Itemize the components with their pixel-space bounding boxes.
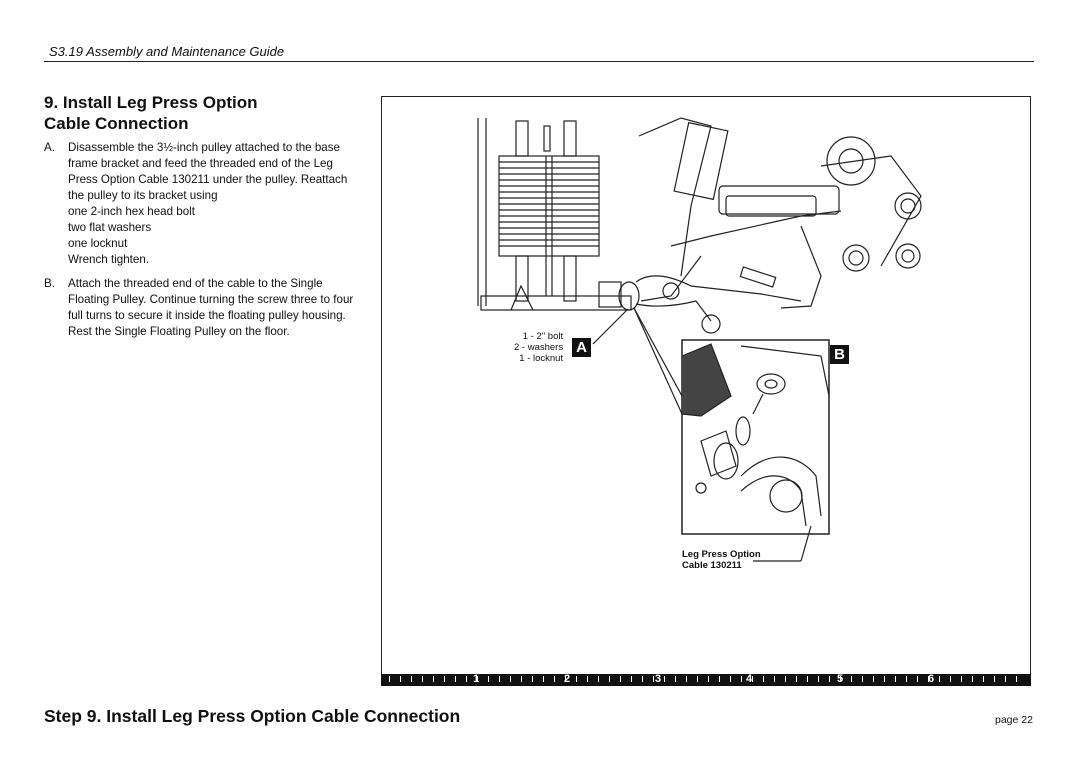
ruler-tick (862, 676, 863, 682)
callout-a-washers: 2 - washers (514, 342, 564, 353)
ruler-tick (609, 676, 610, 682)
ruler-tick (972, 676, 973, 682)
callout-a-bolt: 1 - 2" bolt (522, 331, 564, 342)
ruler-tick (532, 676, 533, 682)
steps-list: A. Disassemble the 3½-inch pulley attach… (44, 140, 362, 348)
ruler-tick (950, 676, 951, 682)
ruler-tick (807, 676, 808, 682)
ruler-tick (851, 676, 852, 682)
ruler-number: 3 (655, 673, 662, 685)
step-a: A. Disassemble the 3½-inch pulley attach… (44, 140, 362, 268)
cable-label-line1: Leg Press Option (682, 549, 761, 560)
ruler-tick (576, 676, 577, 682)
ruler-number: 2 (564, 673, 571, 685)
callout-a-locknut: 1 - locknut (519, 353, 564, 364)
ruler-tick (708, 676, 709, 682)
ruler-tick (752, 676, 753, 682)
ruler-tick (675, 676, 676, 682)
ruler-tick (477, 676, 478, 682)
ruler-tick (840, 676, 841, 682)
ruler-tick (554, 676, 555, 682)
ruler-tick (631, 676, 632, 682)
ruler-tick (741, 676, 742, 682)
ruler-tick (598, 676, 599, 682)
ruler-number: 1 (473, 673, 479, 685)
footer-title: Step 9. Install Leg Press Option Cable C… (44, 706, 461, 726)
ruler-tick (818, 676, 819, 682)
step-a-sub-2: two flat washers (68, 221, 152, 234)
section-heading-line1: 9. Install Leg Press Option (44, 93, 258, 112)
ruler-tick (994, 676, 995, 682)
section-heading-line2: Cable Connection (44, 114, 189, 133)
ruler-tick (884, 676, 885, 682)
ruler-tick (961, 676, 962, 682)
ruler-tick (411, 676, 412, 682)
ruler-tick (785, 676, 786, 682)
ruler-tick (719, 676, 720, 682)
ruler-tick (422, 676, 423, 682)
ruler-tick (466, 676, 467, 682)
section-heading: 9. Install Leg Press Option Cable Connec… (44, 92, 344, 134)
ruler-tick (917, 676, 918, 682)
step-a-text: Disassemble the 3½-inch pulley attached … (68, 141, 348, 202)
step-b-text: Attach the threaded end of the cable to … (68, 277, 354, 338)
ruler-tick (499, 676, 500, 682)
step-b-letter: B. (44, 277, 55, 290)
ruler-number: 4 (746, 673, 753, 685)
ruler-tick (433, 676, 434, 682)
ruler-tick (1016, 676, 1017, 682)
ruler-tick (939, 676, 940, 682)
ruler-tick (763, 676, 764, 682)
ruler-tick (796, 676, 797, 682)
ruler-tick (873, 676, 874, 682)
callout-a-box: A (572, 338, 591, 357)
ruler-tick (686, 676, 687, 682)
ruler-tick (521, 676, 522, 682)
ruler-tick (455, 676, 456, 682)
ruler-tick (389, 676, 390, 682)
step-a-sub-1: one 2-inch hex head bolt (68, 205, 195, 218)
ruler-tick (664, 676, 665, 682)
step-a-sub-3: one locknut (68, 237, 128, 250)
ruler-tick (730, 676, 731, 682)
ruler-tick (642, 676, 643, 682)
cable-label: Leg Press Option Cable 130211 (682, 549, 761, 571)
ruler-tick (895, 676, 896, 682)
ruler-tick (653, 676, 654, 682)
ruler-tick (587, 676, 588, 682)
step-b: B. Attach the threaded end of the cable … (44, 276, 362, 340)
ruler-tick (774, 676, 775, 682)
ruler-tick (829, 676, 830, 682)
ruler-tick (565, 676, 566, 682)
ruler-tick (488, 676, 489, 682)
ruler-tick (400, 676, 401, 682)
ruler-tick (444, 676, 445, 682)
page-number: page 22 (995, 714, 1033, 726)
guide-title: S3.19 Assembly and Maintenance Guide (49, 44, 285, 59)
header-rule (44, 61, 1034, 62)
ruler-tick (983, 676, 984, 682)
ruler-tick (510, 676, 511, 682)
step-a-sub-4: Wrench tighten. (68, 253, 149, 266)
step-a-letter: A. (44, 141, 55, 154)
ruler-bar: 123456 (381, 673, 1031, 686)
ruler-number: 6 (928, 673, 935, 685)
ruler-tick (697, 676, 698, 682)
callout-a-list: 1 - 2" bolt 2 - washers 1 - locknut (514, 331, 563, 364)
cable-label-line2: Cable 130211 (682, 560, 742, 571)
ruler-tick (928, 676, 929, 682)
ruler-tick (1005, 676, 1006, 682)
machine-illustration (477, 117, 922, 562)
callout-b-box: B (830, 345, 849, 364)
ruler-tick (906, 676, 907, 682)
ruler-tick (620, 676, 621, 682)
ruler-tick (543, 676, 544, 682)
